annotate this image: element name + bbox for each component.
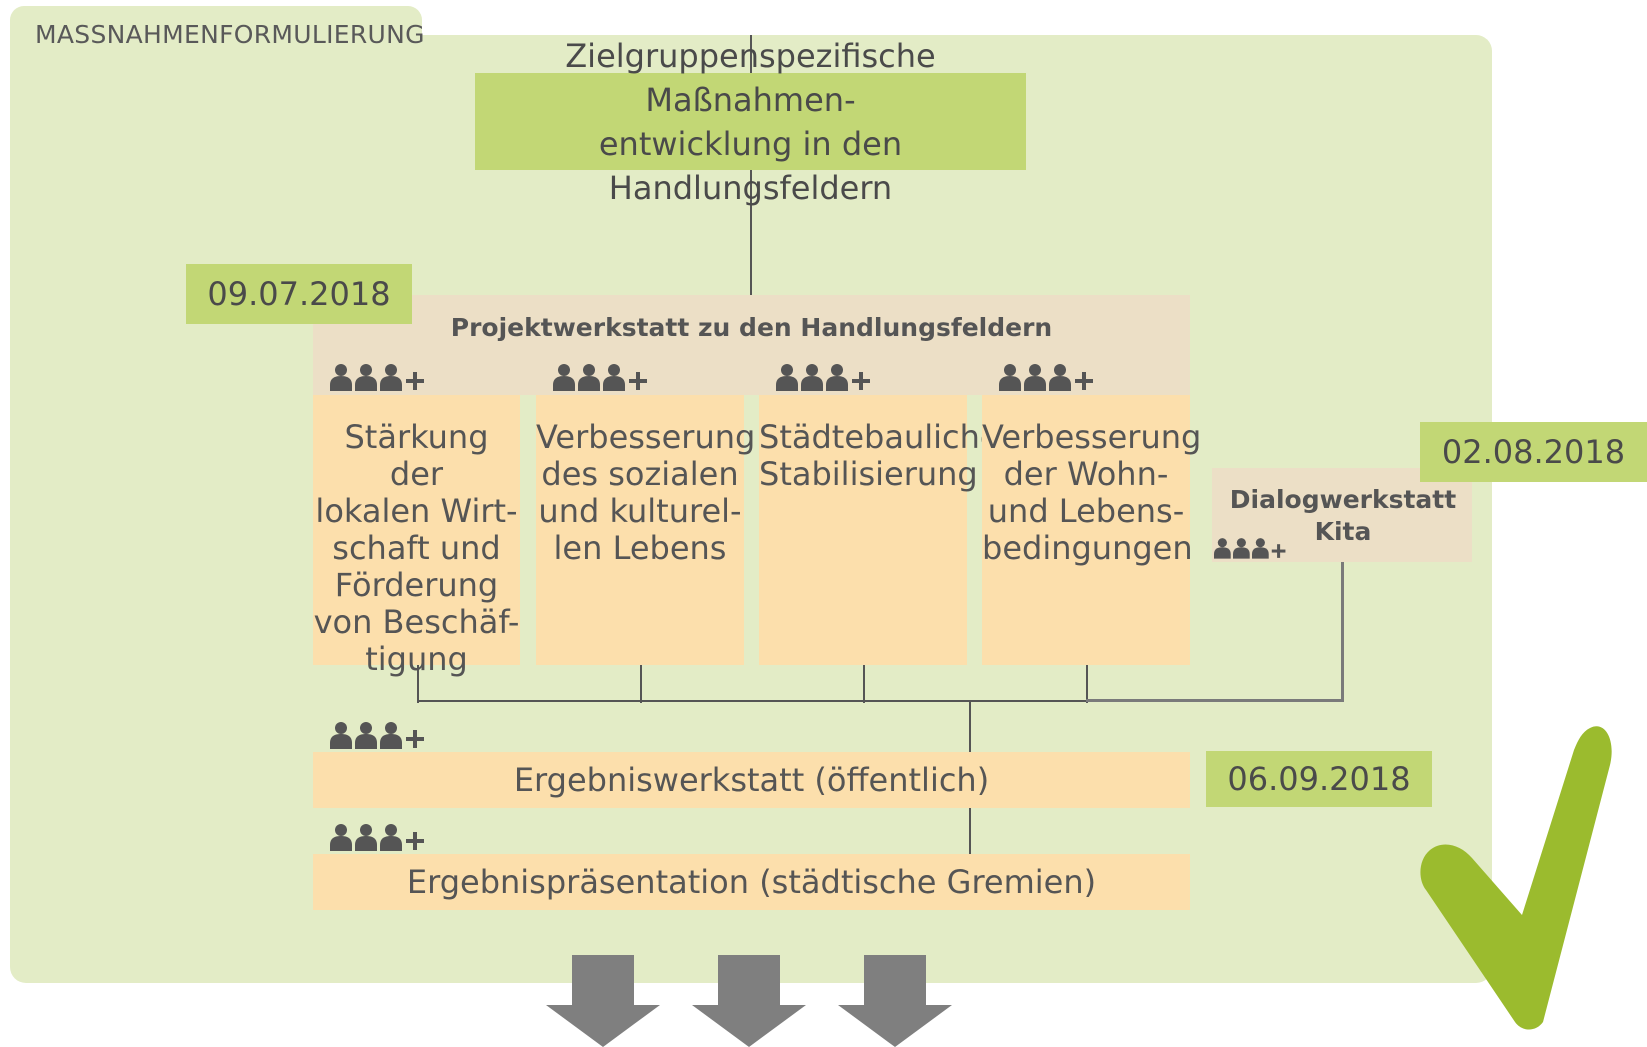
date-ergebniswerkstatt: 06.09.2018 <box>1206 751 1432 807</box>
participants-icon-praesentation <box>330 824 424 851</box>
down-arrow-icon <box>546 955 660 1047</box>
dialogwerkstatt-title: Dialogwerkstatt Kita <box>1229 485 1457 546</box>
section-tab <box>10 6 422 66</box>
field-column-wirtschaft: Stärkung der lokalen Wirt- schaft und Fö… <box>313 395 520 678</box>
date-dialogwerkstatt: 02.08.2018 <box>1420 422 1647 482</box>
field-column-wohnen: Verbesserung der Wohn- und Lebens- bedin… <box>982 395 1201 665</box>
ergebnispraesentation-box: Ergebnispräsentation (städtische Gremien… <box>313 854 1190 910</box>
participants-icon-col3 <box>776 364 870 391</box>
connector-to-praesentation <box>969 808 971 854</box>
connector-col2 <box>640 665 642 703</box>
participants-icon-dialog <box>1214 538 1286 559</box>
connector-horizontal <box>417 700 1088 702</box>
participants-icon-col1 <box>330 364 424 391</box>
down-arrow-icon <box>838 955 952 1047</box>
connector-dialog-horizontal <box>1086 699 1344 702</box>
projektwerkstatt-title: Projektwerkstatt zu den Handlungsfeldern <box>450 313 1053 342</box>
down-arrow-icon <box>692 955 806 1047</box>
connector-to-ergebnis <box>969 700 971 752</box>
participants-icon-col4 <box>999 364 1093 391</box>
connector-col1 <box>417 665 419 703</box>
connector-dialog-vertical <box>1341 562 1344 702</box>
section-label: MASSNAHMENFORMULIERUNG <box>35 20 425 49</box>
projektwerkstatt-header <box>313 295 1190 395</box>
dialogwerkstatt-box <box>1212 468 1472 562</box>
connector-top <box>750 35 752 73</box>
participants-icon-col2 <box>553 364 647 391</box>
goal-box: Zielgruppenspezifische Maßnahmen- entwic… <box>475 37 1026 207</box>
checkmark-icon <box>1420 726 1612 1030</box>
participants-icon-ergebniswerkstatt <box>330 722 424 749</box>
connector-col3 <box>863 665 865 703</box>
field-column-staedtebau: Städtebauliche Stabilisierung <box>759 395 1000 665</box>
connector-col4 <box>1086 665 1088 703</box>
field-column-soziales: Verbesserung des sozialen und kulturel- … <box>536 395 755 665</box>
connector-goal-to-workshop <box>750 170 752 296</box>
date-projektwerkstatt: 09.07.2018 <box>186 264 412 324</box>
ergebniswerkstatt-box: Ergebniswerkstatt (öffentlich) <box>313 752 1190 808</box>
